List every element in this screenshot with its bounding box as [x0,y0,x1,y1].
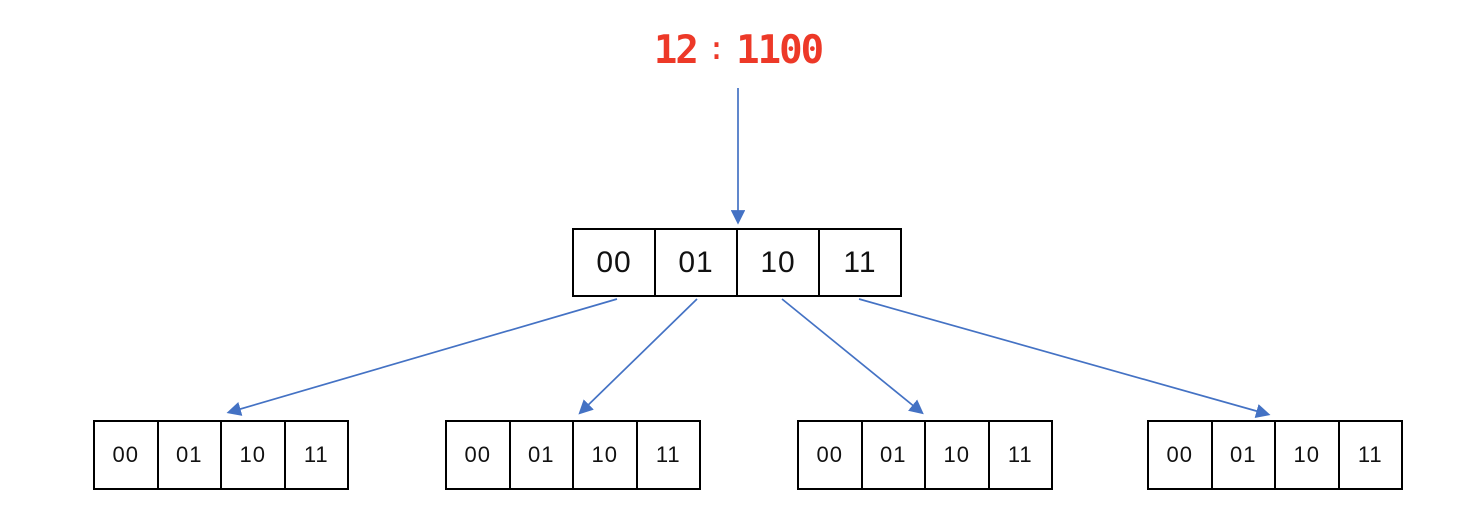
child-2-cell-00: 00 [447,422,511,488]
arrow-root-11-to-child-4 [858,298,1271,419]
child-1-cell-11: 11 [303,442,329,467]
child-4-cell-10: 10 [1276,422,1340,488]
child-4-cell-01: 01 [1213,422,1276,488]
child-2-cell-10: 10 [574,422,638,488]
arrow-root-10-to-child-3 [781,298,924,415]
child-4-cell-11: 11 [1357,442,1383,467]
address-binary: 1100 [736,27,824,73]
child-1-cell-01: 01 [159,422,222,488]
address-index: 12 [653,27,699,73]
address-label: 12 : 1100 [572,26,904,74]
child-3-cell-10: 10 [926,422,990,488]
root-cell-01: 01 [656,230,738,295]
child-3-cell-00: 00 [799,422,863,488]
child-node-1: 00 01 10 11 [93,420,349,490]
root-node: 00 01 10 11 [572,228,902,297]
child-node-3: 00 01 10 11 [797,420,1053,490]
child-node-2: 00 01 10 11 [445,420,701,490]
child-1-cell-10: 10 [222,422,286,488]
root-cell-10: 10 [738,230,820,295]
child-2-cell-11: 11 [655,442,681,467]
child-3-cell-11: 11 [1007,442,1033,467]
root-cell-11: 11 [843,245,877,279]
child-1-cell-00: 00 [95,422,159,488]
child-node-4: 00 01 10 11 [1147,420,1403,490]
arrow-root-01-to-child-2 [578,298,698,415]
colon-separator: : [706,29,727,67]
root-cell-00: 00 [574,230,656,295]
child-2-cell-01: 01 [511,422,574,488]
child-4-cell-00: 00 [1149,422,1213,488]
child-3-cell-01: 01 [863,422,926,488]
arrow-root-00-to-child-1 [226,298,618,416]
